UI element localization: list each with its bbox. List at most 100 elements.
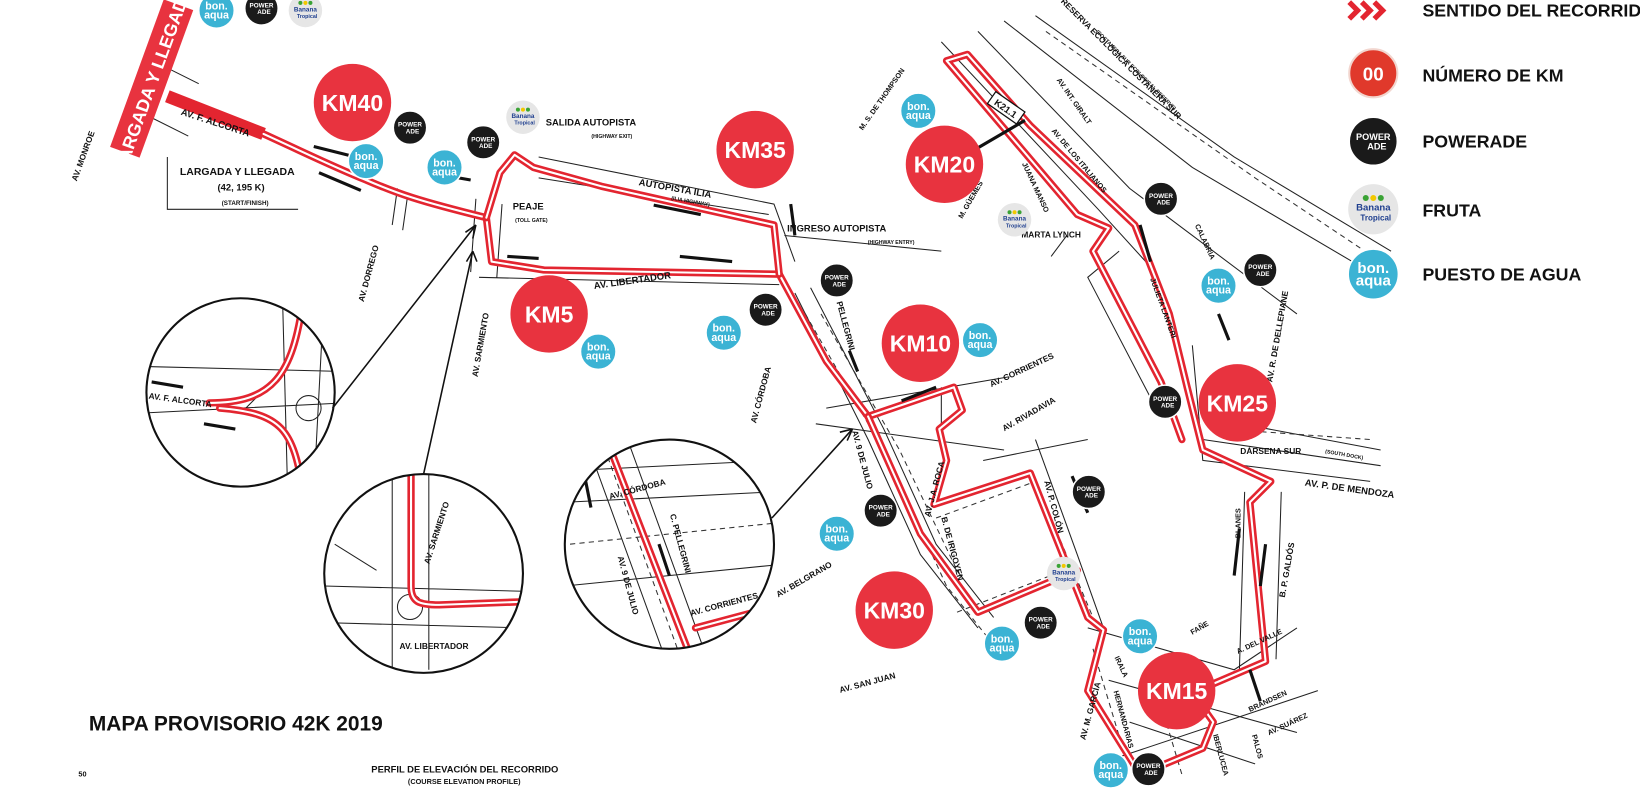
street-label-monroe: AV. MONROE [69,129,96,182]
route-segment-centerline [867,53,1272,776]
route-segment-centerline [867,415,1079,614]
direction-arrows-icon [1347,0,1387,21]
powerade-logo-text: ADE [1256,271,1269,278]
start-straight [165,90,266,140]
powerade-station-icon: POWERADE [465,124,501,160]
street-label-inset-libertador: AV. LIBERTADOR [400,641,469,651]
km-marker-label: KM20 [914,152,975,178]
water-logo-text: bon. [205,0,228,12]
powerade-logo-text: ADE [1144,770,1157,777]
page-number: 50 [78,769,86,778]
fruit-logo-text: Banana [1052,569,1075,576]
aid-station-markers: KM40KM35KM5KM20KM10KM25KM30KM15POWERADEP… [197,0,1278,788]
street-label-blanes: BLANES [1233,508,1242,538]
powerade-station-icon: POWERADE [392,110,428,146]
route-segment-centerline [485,216,870,418]
water-logo-text: bon. [907,101,930,113]
street-label-peaje: PEAJE [513,200,544,211]
fruit-logo-text: Banana [294,6,317,13]
street-label-darsena: DÁRSENA SUR [1240,446,1301,456]
km-marker-label: KM30 [864,597,925,623]
water-station-icon: bon.aqua [818,515,856,553]
km-marker: KM5 [510,275,588,353]
powerade-station-icon: POWERADE [1348,116,1399,167]
km-marker: KM40 [313,63,392,142]
powerade-logo-text: POWER [249,2,273,9]
water-logo-text: aqua [990,643,1015,655]
start-finish-banner: LARGADA Y LLEGADA [110,0,196,174]
water-logo-text: bon. [433,157,456,169]
street-label-inset-9julio: AV. 9 DE JULIO [616,555,641,616]
powerade-station-icon: POWERADE [1023,605,1059,641]
fruit-logo-text: Banana [511,113,534,120]
start-note-english: (START/FINISH) [222,200,269,207]
fruit-logo-text: Tropical [514,121,535,127]
water-logo-text: bon. [1207,276,1230,288]
street-label-lynch: MARTA LYNCH [1021,230,1081,240]
powerade-logo-text: POWER [1149,193,1173,200]
water-logo-text: aqua [1128,635,1153,647]
street-label-pellegrini: PELLEGRINI [835,300,858,351]
water-logo-text: aqua [906,110,931,122]
water-station-icon: bon.aqua [425,148,464,187]
street-label-corrientes: AV. CORRIENTES [988,350,1056,389]
powerade-logo-text: POWER [398,122,422,129]
water-logo-text: aqua [204,9,229,21]
powerade-station-icon: POWERADE [243,0,279,26]
water-logo-text: bon. [991,634,1014,646]
powerade-logo-text: ADE [1036,624,1049,631]
powerade-logo-text: ADE [406,129,419,136]
powerade-logo-text: POWER [1029,617,1053,624]
km-marker-label: KM40 [322,90,383,116]
fruit-logo-text: Tropical [1055,577,1076,583]
direction-arrows [313,144,1268,702]
start-note: LARGADA Y LLEGADA (42, 195 K) (START/FIN… [180,167,295,207]
km-marker: KM25 [1198,364,1277,442]
km-marker: KM30 [855,571,933,649]
water-station-icon: bon.aqua [1199,267,1238,305]
water-logo-text: bon. [355,151,378,163]
fruit-logo-text: Tropical [1006,223,1027,229]
street-label-thompson: M. S. DE THOMPSON [857,66,907,131]
powerade-logo-text: ADE [1367,142,1386,152]
km-marker: KM10 [881,304,960,382]
powerade-station-icon: POWERADE [863,493,899,529]
street-label-lanteri: JULIETA LANTERI [1148,277,1178,340]
km-marker-label: KM25 [1207,390,1269,416]
powerade-logo-text: POWER [1356,132,1391,142]
legend-powerade: POWERADE [1422,132,1527,152]
powerade-station-icon: POWERADE [1147,384,1183,420]
powerade-logo-text: ADE [833,281,846,288]
street-label-peaje-en: (TOLL GATE) [515,218,548,224]
street-label-reserva-en: (COSTANERA SUR ECOLOGICAL RESERVE) [1094,29,1177,112]
powerade-station-icon: POWERADE [1242,252,1278,288]
street-label-roca: AV. J.A. ROCA [922,460,946,518]
water-logo-text: aqua [586,351,611,363]
water-station-icon: bon.aqua [961,321,999,359]
water-station-icon: bon.aqua [899,92,937,130]
powerade-logo-text: ADE [1085,493,1098,500]
km-marker-label: KM5 [525,301,574,327]
route-segment-centerline [262,132,488,219]
start-note-title: LARGADA Y LLEGADA [180,167,295,178]
water-station-icon: bon.aqua [1121,617,1159,655]
route-segment-centerline [485,153,781,276]
water-station-icon: bon.aqua [705,314,743,352]
start-note-distance: (42, 195 K) [218,181,265,192]
street-label-dorrego: AV. DORREGO [356,244,381,303]
legend: SENTIDO DEL RECORRIDO 00 NÚMERO DE KM PO… [1347,0,1640,301]
km-marker-label: KM35 [724,137,786,163]
street-label-ingreso: INGRESO AUTOPISTA [787,222,886,233]
legend-km-number: NÚMERO DE KM [1422,65,1563,86]
legend-direction: SENTIDO DEL RECORRIDO [1422,1,1640,21]
water-logo-text: bon. [713,323,736,335]
powerade-logo-text: POWER [1077,486,1101,493]
elevation-profile-subtitle: (COURSE ELEVATION PROFILE) [408,777,521,786]
powerade-station-icon: POWERADE [1130,751,1166,787]
